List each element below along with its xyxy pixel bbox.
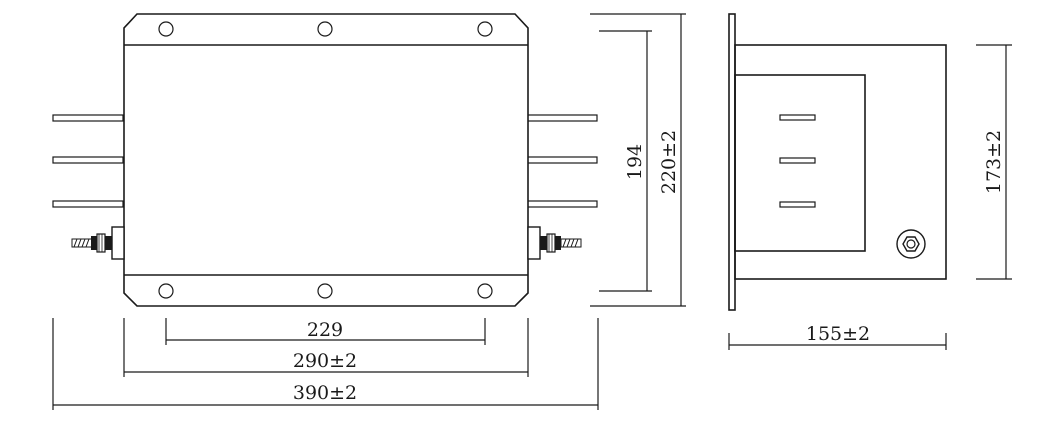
dimension-label-body-width: 290±2 — [293, 350, 357, 372]
ground-stud-left — [71, 226, 125, 260]
side-terminal-slots — [779, 114, 816, 208]
dimension-hole-spacing: 229 — [165, 318, 486, 345]
dimension-body-width: 290±2 — [123, 318, 529, 377]
dimension-label-hole-spacing: 229 — [307, 319, 343, 341]
side-body-outer — [734, 44, 947, 280]
dimension-label-side-height: 173±2 — [983, 130, 1005, 194]
terminal-pins-left — [52, 114, 124, 208]
front-view — [52, 13, 598, 307]
dimension-side-height: 173±2 — [976, 44, 1012, 280]
ground-stud-right — [527, 226, 582, 260]
terminal-pins-right — [526, 114, 598, 208]
side-body-inner — [734, 74, 866, 252]
dimension-label-side-depth: 155±2 — [806, 323, 870, 345]
mounting-holes-top — [158, 21, 493, 37]
side-view — [728, 13, 947, 311]
dimension-label-overall-width: 390±2 — [293, 382, 357, 404]
side-flange — [728, 13, 736, 311]
dimension-label-body-height: 220±2 — [658, 130, 680, 194]
dimension-overall-width: 390±2 — [52, 318, 599, 410]
mounting-plate — [123, 13, 529, 307]
dimension-body-height: 220±2 — [590, 13, 686, 307]
ground-nut-side — [896, 229, 926, 259]
dimension-label-hole-row-spacing: 194 — [624, 144, 646, 180]
dimension-side-depth: 155±2 — [728, 323, 947, 350]
mounting-holes-bottom — [158, 283, 493, 299]
dimension-hole-row-spacing: 194 — [599, 30, 652, 292]
